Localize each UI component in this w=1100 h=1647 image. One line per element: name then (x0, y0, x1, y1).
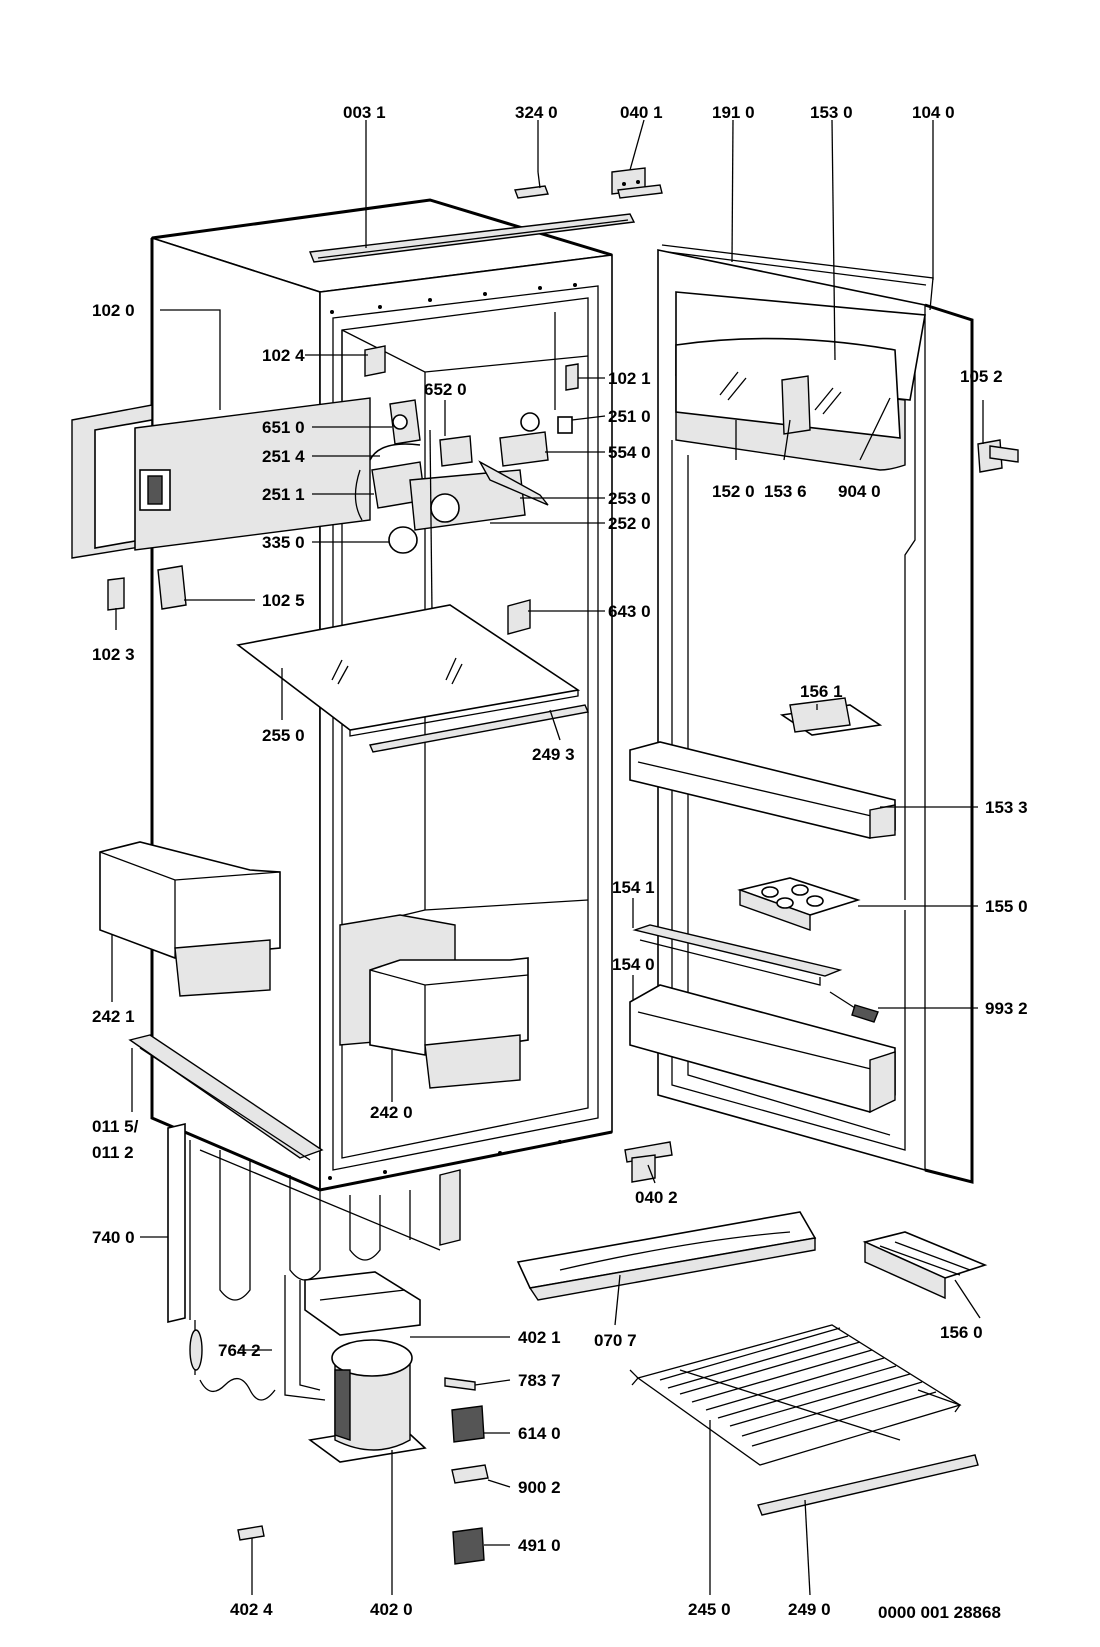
label-4021: 402 1 (518, 1328, 561, 1347)
label-1536: 153 6 (764, 482, 807, 501)
relay-6140 (451, 1405, 485, 1443)
label-1560: 156 0 (940, 1323, 983, 1342)
label-3350: 335 0 (262, 533, 305, 552)
label-6430: 643 0 (608, 602, 651, 621)
label-1540: 154 0 (612, 955, 655, 974)
clip-1023 (107, 577, 125, 611)
part-9002 (451, 1464, 489, 1484)
label-9040: 904 0 (838, 482, 881, 501)
door-shelf-upper (629, 741, 896, 839)
clip-324 (514, 185, 549, 199)
label-2514: 251 4 (262, 447, 305, 466)
label-6520: 652 0 (424, 380, 467, 399)
label-4910: 491 0 (518, 1536, 561, 1555)
refrigerant-pipe (299, 1280, 321, 1391)
label-9932: 993 2 (985, 999, 1028, 1018)
shelf-strip (369, 704, 589, 753)
switch-2510 (557, 416, 573, 434)
compressor-bracket (304, 1271, 421, 1336)
label-1541: 154 1 (612, 878, 655, 897)
label-2420: 242 0 (370, 1103, 413, 1122)
pin-7837 (444, 1377, 476, 1391)
bracket-1024 (364, 345, 386, 377)
door-hinge (977, 439, 1019, 473)
label-0402: 040 2 (635, 1188, 678, 1207)
shelf-trim (757, 1454, 979, 1516)
label-0112: 011 2 (92, 1143, 134, 1162)
condenser (167, 1122, 461, 1324)
label-2450: 245 0 (688, 1600, 731, 1619)
label-1021: 102 1 (608, 369, 651, 388)
label-2510: 251 0 (608, 407, 651, 426)
label-1024: 102 4 (262, 346, 305, 365)
label-9002: 900 2 (518, 1478, 561, 1497)
label-1052: 105 2 (960, 367, 1003, 386)
clip-1025 (157, 565, 187, 610)
label-1025: 102 5 (262, 591, 305, 610)
label-2550: 255 0 (262, 726, 305, 745)
base-cover-strip (516, 1211, 817, 1301)
label-3240: 324 0 (515, 103, 558, 122)
refrigerant-pipe-2 (284, 1275, 326, 1401)
butter-dish (779, 697, 883, 736)
label-1910: 191 0 (712, 103, 755, 122)
leader-lines (111, 119, 984, 1596)
label-4020: 402 0 (370, 1600, 413, 1619)
label-1533: 153 3 (985, 798, 1028, 817)
clip-4024 (237, 1525, 265, 1541)
label-5540: 554 0 (608, 443, 651, 462)
label-6140: 614 0 (518, 1424, 561, 1443)
control-panel (71, 397, 371, 559)
label-1520: 152 0 (712, 482, 755, 501)
clip-324-tab (537, 171, 541, 189)
compressor (307, 1339, 427, 1463)
label-7400: 740 0 (92, 1228, 135, 1247)
bottle-rack (632, 924, 843, 986)
bottom-hinge (624, 1141, 673, 1183)
label-0707: 070 7 (594, 1331, 637, 1350)
butter-compartment (675, 291, 926, 471)
crisper-bin-left (99, 841, 281, 997)
top-rail (309, 213, 636, 263)
label-0031: 003 1 (343, 103, 386, 122)
label-1550: 155 0 (985, 897, 1028, 916)
label-7642: 764 2 (218, 1341, 261, 1360)
clip-9932 (851, 1004, 879, 1023)
label-1020: 102 0 (92, 301, 135, 320)
label-7837: 783 7 (518, 1371, 561, 1390)
knob-3350 (388, 526, 418, 554)
label-1561: 156 1 (800, 682, 843, 701)
label-4024: 402 4 (230, 1600, 273, 1619)
bottom-rail (128, 1034, 324, 1161)
crisper-bin-right (369, 957, 529, 1089)
bracket-1021 (565, 363, 579, 391)
reference-number: 0000 001 28868 (878, 1603, 1001, 1622)
label-2520: 252 0 (608, 514, 651, 533)
ice-tray (862, 1231, 988, 1300)
label-1040: 104 0 (912, 103, 955, 122)
label-0115: 011 5/ (92, 1117, 139, 1136)
compressor-bracket-edge (319, 1289, 406, 1301)
part-labels: 003 1 324 0 040 1 191 0 153 0 104 0 102 … (92, 103, 1028, 1622)
clip-9932-wire (829, 991, 856, 1009)
capillary-tube (189, 1320, 276, 1401)
egg-tray (737, 877, 861, 931)
light-thermostat-assembly (354, 399, 549, 613)
label-2511: 251 1 (262, 485, 305, 504)
label-2530: 253 0 (608, 489, 651, 508)
label-1530: 153 0 (810, 103, 853, 122)
label-1023: 102 3 (92, 645, 135, 664)
label-6510: 651 0 (262, 418, 305, 437)
label-2493: 249 3 (532, 745, 575, 764)
wire-shelf (629, 1324, 962, 1466)
door-bin-lower (629, 984, 896, 1114)
label-2421: 242 1 (92, 1007, 135, 1026)
glass-shelf (236, 604, 581, 737)
label-0401: 040 1 (620, 103, 663, 122)
label-2490: 249 0 (788, 1600, 831, 1619)
part-4910 (452, 1527, 485, 1565)
switch-6430 (507, 599, 531, 635)
top-hinge (611, 167, 663, 199)
